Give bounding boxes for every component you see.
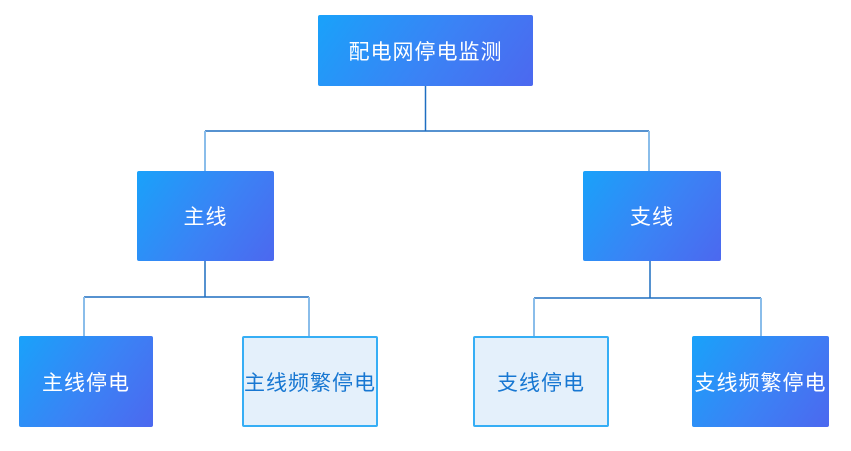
node-branch-line[interactable]: 支线 xyxy=(583,171,721,261)
node-root[interactable]: 配电网停电监测 xyxy=(318,15,533,86)
node-main-line-outage-label: 主线停电 xyxy=(42,371,130,395)
node-main-line-label: 主线 xyxy=(183,206,228,229)
node-main-line-frequent-outage[interactable]: 主线频繁停电 xyxy=(242,336,378,427)
node-branch-line-label: 支线 xyxy=(630,206,674,229)
node-main-line[interactable]: 主线 xyxy=(137,171,274,261)
node-branch-line-frequent-outage[interactable]: 支线频繁停电 xyxy=(692,336,829,427)
node-branch-line-frequent-outage-label: 支线频繁停电 xyxy=(694,371,827,395)
node-main-line-frequent-outage-label: 主线频繁停电 xyxy=(244,371,376,395)
node-root-label: 配电网停电监测 xyxy=(348,40,503,64)
node-branch-line-outage[interactable]: 支线停电 xyxy=(473,336,609,427)
node-branch-line-outage-label: 支线停电 xyxy=(497,371,585,395)
node-main-line-outage[interactable]: 主线停电 xyxy=(19,336,153,427)
